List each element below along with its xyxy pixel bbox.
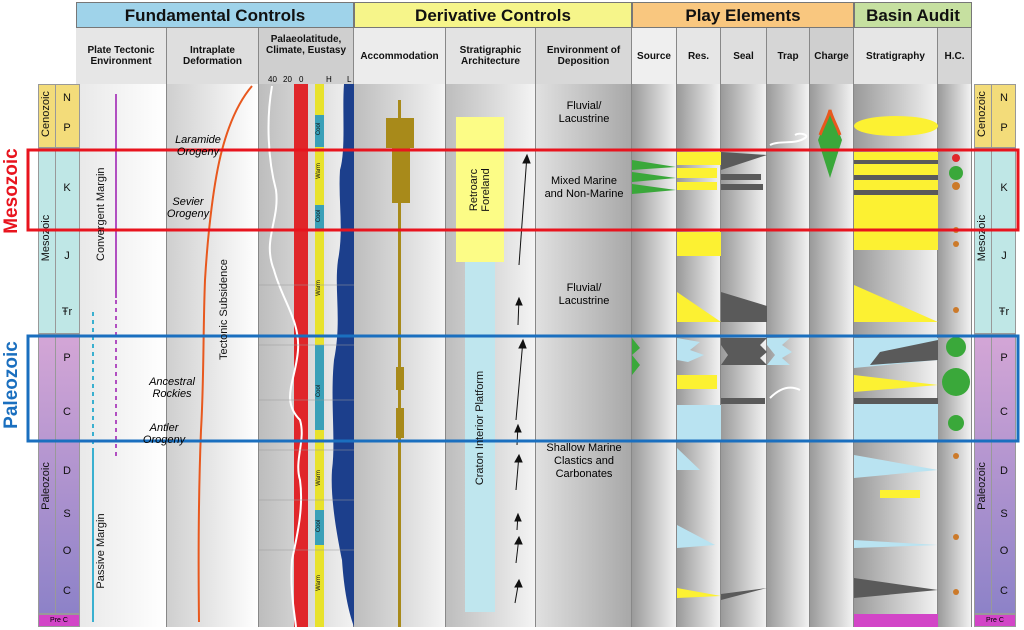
palaeo-tick-l: L <box>347 75 352 84</box>
subheader-res: Res. <box>677 28 721 84</box>
mesozoic-highlight-box <box>26 148 1020 232</box>
orogeny-laramide: Laramide Orogeny <box>175 134 221 158</box>
left-period-d: D <box>63 465 71 477</box>
orogeny-ancestral: Ancestral Rockies <box>149 376 195 400</box>
climate-warm-4: Warm <box>316 575 322 591</box>
right-period-tr: Ŧr <box>998 306 1010 318</box>
column-intraplate <box>167 84 259 627</box>
palaeo-tick-40: 40 <box>268 75 277 84</box>
right-period-k: K <box>1000 182 1008 194</box>
subheader-palaeo: Palaeolatitude, Climate, Eustasy <box>259 28 354 84</box>
subheader-trap: Trap <box>767 28 810 84</box>
right-period-s: S <box>1000 508 1008 520</box>
left-prec-band: Pre C <box>38 614 80 627</box>
left-period-tr: Ŧr <box>61 306 73 318</box>
header-play-elements: Play Elements <box>632 2 854 28</box>
right-period-c1: C <box>1000 406 1008 418</box>
palaeo-tick-0: 0 <box>299 75 304 84</box>
left-period-n: N <box>63 92 71 104</box>
header-fundamental-controls: Fundamental Controls <box>76 2 354 28</box>
right-period-p2: P <box>1000 352 1008 364</box>
climate-cool-1: Cool <box>316 122 322 136</box>
eustasy-curve <box>331 84 354 627</box>
header-basin-audit: Basin Audit <box>854 2 972 28</box>
right-period-o: O <box>999 545 1009 557</box>
paleozoic-highlight-box <box>26 334 1020 443</box>
right-period-j: J <box>1001 250 1007 262</box>
orogeny-sevier: Sevier Orogeny <box>166 196 210 220</box>
subheader-intraplate: Intraplate Deformation <box>167 28 259 84</box>
subheader-source: Source <box>632 28 677 84</box>
left-period-o: O <box>62 545 72 557</box>
subheader-hc: H.C. <box>938 28 972 84</box>
left-period-p2: P <box>63 352 71 364</box>
env-fluvial-1: Fluvial/ Lacustrine <box>558 100 610 125</box>
palaeo-tick-h: H <box>326 75 332 84</box>
climate-cool-4: Cool <box>316 519 322 533</box>
right-mesozoic-band <box>974 148 1016 334</box>
column-environment <box>536 84 632 627</box>
retroarc-foreland-label: Retroarc Foreland <box>468 168 492 212</box>
climate-warm-3: Warm <box>316 470 322 486</box>
right-period-d: D <box>1000 465 1008 477</box>
subheader-strat-arch: Stratigraphic Architecture <box>446 28 536 84</box>
climate-warm-1: Warm <box>316 163 322 179</box>
passive-margin-label: Passive Margin <box>95 513 107 589</box>
climate-warm-2: Warm <box>316 280 322 296</box>
palaeolatitude-curve <box>267 85 303 628</box>
craton-interior-label: Craton Interior Platform <box>474 370 486 486</box>
left-period-c2: C <box>63 585 71 597</box>
subheader-charge: Charge <box>810 28 854 84</box>
subheader-accommodation: Accommodation <box>354 28 446 84</box>
header-derivative-controls: Derivative Controls <box>354 2 632 28</box>
left-cenozoic-band <box>38 84 80 148</box>
left-period-s: S <box>63 508 71 520</box>
retroarc-box <box>456 117 504 262</box>
palaeo-tick-20: 20 <box>283 75 292 84</box>
craton-box <box>465 262 495 612</box>
column-charge <box>810 84 854 627</box>
left-period-k: K <box>63 182 71 194</box>
tectonic-subsidence-curve <box>197 85 253 623</box>
left-period-c1: C <box>63 406 71 418</box>
right-prec-band: Pre C <box>974 614 1016 627</box>
right-period-c2: C <box>1000 585 1008 597</box>
column-plate-tectonic <box>76 84 167 627</box>
right-cenozoic-band <box>974 84 1016 148</box>
subheader-seal: Seal <box>721 28 767 84</box>
accommodation-axis <box>398 100 401 627</box>
left-mesozoic-band <box>38 148 80 334</box>
palaeo-red-band <box>294 84 308 627</box>
env-fluvial-2: Fluvial/ Lacustrine <box>558 282 610 307</box>
right-paleozoic-band <box>974 334 1016 614</box>
climate-cool-3: Cool <box>316 384 322 398</box>
left-period-divider <box>55 84 56 614</box>
right-period-p: P <box>1000 122 1008 134</box>
subheader-plate: Plate Tectonic Environment <box>76 28 167 84</box>
left-period-j: J <box>64 250 70 262</box>
orogeny-antler: Antler Orogeny <box>142 422 186 446</box>
column-trap <box>767 84 810 627</box>
subheader-environment: Environment of Deposition <box>536 28 632 84</box>
left-period-p: P <box>63 122 71 134</box>
right-period-n: N <box>1000 92 1008 104</box>
env-mixed-marine: Mixed Marine and Non-Marine <box>544 175 624 200</box>
right-period-divider <box>991 84 992 614</box>
tectonic-subsidence-label: Tectonic Subsidence <box>218 259 230 360</box>
subheader-stratigraphy: Stratigraphy <box>854 28 938 84</box>
left-paleozoic-band <box>38 334 80 614</box>
env-shallow-marine: Shallow Marine Clastics and Carbonates <box>546 442 622 480</box>
convergent-margin-label: Convergent Margin <box>95 167 107 261</box>
climate-cool-2: Cool <box>316 209 322 223</box>
